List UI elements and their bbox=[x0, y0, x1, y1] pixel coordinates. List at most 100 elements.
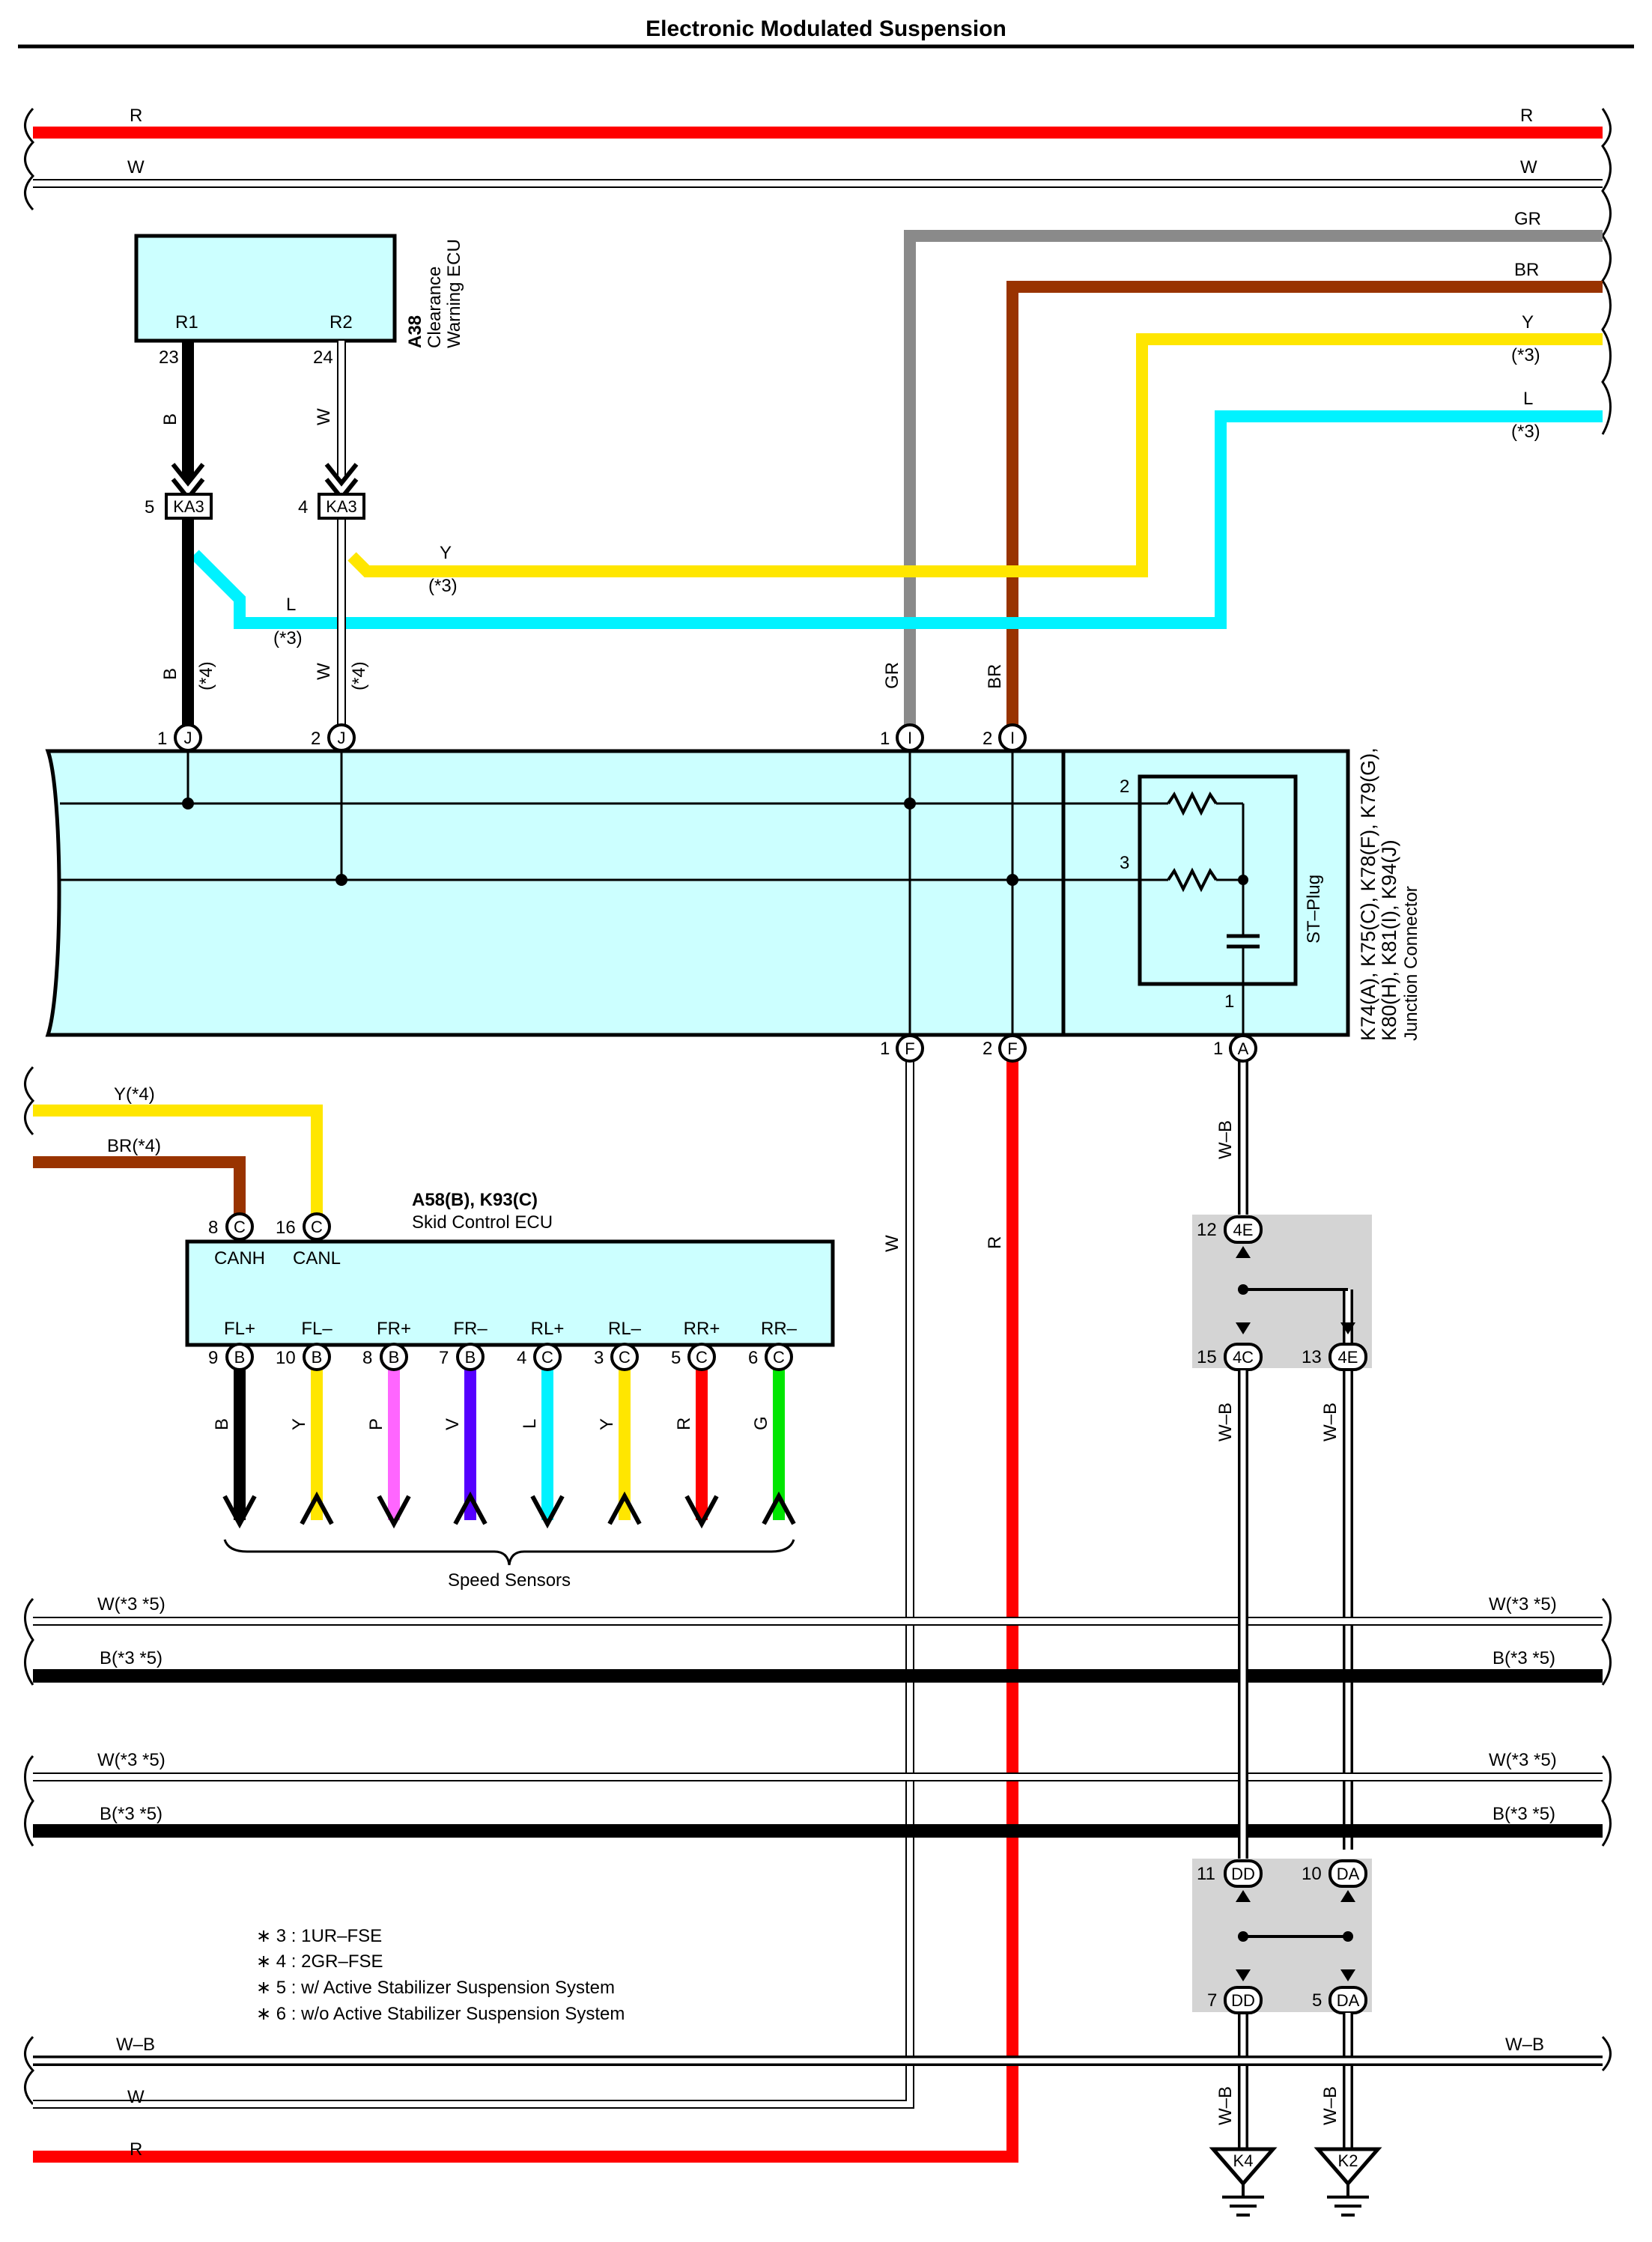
sensor-pin-rr-plus-letter: C bbox=[696, 1348, 708, 1367]
jc-pin-j1: J 1 bbox=[157, 723, 202, 752]
sensor-wire-rr-plus bbox=[684, 1357, 719, 1529]
ecu-pin-23: 23 bbox=[159, 347, 179, 368]
sensor-wire-fr-plus bbox=[377, 1357, 411, 1529]
splice-dd-bl-label: DD bbox=[1231, 1991, 1255, 2010]
st-pin-3: 3 bbox=[1120, 853, 1129, 873]
label-br-can: BR(*4) bbox=[107, 1136, 161, 1156]
st-plug-label: ST–Plug bbox=[1304, 875, 1324, 944]
ka3-connector-b: KA3 5 bbox=[145, 493, 213, 520]
jc-pin-f1: F 1 bbox=[880, 1034, 924, 1063]
sensor-pin-rl-plus-letter: C bbox=[541, 1348, 553, 1367]
label-r-bottom-left: R bbox=[130, 2139, 142, 2160]
sensor-wire-rr-minus bbox=[762, 1357, 796, 1525]
sensor-pin-rr-plus: C 5 bbox=[671, 1343, 716, 1371]
sensor-label-rl-minus: RL– bbox=[608, 1319, 642, 1339]
jc-node bbox=[904, 798, 916, 809]
label-b35-right-2: B(*3 *5) bbox=[1492, 1804, 1555, 1824]
jc-node bbox=[182, 798, 194, 809]
wire-br bbox=[1006, 281, 1603, 738]
jc-pin-j2: J 2 bbox=[311, 723, 356, 752]
skid-pin-canh-num: 8 bbox=[208, 1218, 218, 1238]
sensor-pin-rl-minus: C 3 bbox=[594, 1343, 639, 1371]
sensor-pin-fl-minus-letter: B bbox=[312, 1348, 323, 1367]
skid-ecu-codes: A58(B), K93(C) bbox=[412, 1190, 538, 1210]
ka3-connector-w: KA3 4 bbox=[298, 493, 365, 520]
ecu-code-a38: A38 bbox=[405, 315, 425, 348]
splice-dd-tr-label: DA bbox=[1337, 1865, 1360, 1883]
jc-codes-line2: K80(H), K81(I), K94(J) bbox=[1378, 839, 1400, 1041]
label-r-f2: R bbox=[985, 1236, 1005, 1249]
ground-k4: K4 bbox=[1209, 2147, 1278, 2217]
label-y-right-star: (*3) bbox=[1511, 345, 1540, 365]
label-w-left: W bbox=[127, 157, 145, 177]
splice-4c-num: 15 bbox=[1197, 1347, 1217, 1367]
sensor-wire-label-fl-plus: B bbox=[212, 1418, 232, 1430]
splice-dd-br-label: DA bbox=[1337, 1991, 1360, 2010]
jc-name: Junction Connector bbox=[1401, 886, 1421, 1041]
note-5: ∗ 5 : w/ Active Stabilizer Suspension Sy… bbox=[256, 1978, 615, 1998]
label-w-lower: W bbox=[314, 663, 334, 680]
jc-pin-i1-letter: I bbox=[908, 729, 912, 747]
sensor-wire-label-rr-minus: G bbox=[751, 1416, 771, 1430]
junction-connector bbox=[45, 749, 1350, 1037]
splice-dd-bl-num: 7 bbox=[1207, 1990, 1217, 2011]
jc-pin-a1-num: 1 bbox=[1213, 1039, 1223, 1059]
sensor-pin-rl-plus: C 4 bbox=[517, 1343, 562, 1371]
sensor-pin-fr-plus-letter: B bbox=[389, 1348, 400, 1367]
jc-pin-i1-num: 1 bbox=[880, 729, 890, 749]
splice-dd-tr-num: 10 bbox=[1302, 1864, 1322, 1884]
bus-break-marks bbox=[24, 107, 1612, 2106]
sensor-wire-label-fr-plus: P bbox=[366, 1418, 386, 1430]
label-gr-vert: GR bbox=[882, 662, 902, 689]
splice-dd-tl-num: 11 bbox=[1197, 1864, 1215, 1884]
sensor-pin-rl-plus-num: 4 bbox=[517, 1348, 526, 1368]
sensor-label-rl-plus: RL+ bbox=[531, 1319, 565, 1339]
label-b-lower-star: (*4) bbox=[196, 661, 216, 690]
ka3-label-b: KA3 bbox=[173, 497, 204, 516]
sensor-pin-rl-minus-letter: C bbox=[619, 1348, 631, 1367]
label-w-lower-star: (*4) bbox=[349, 661, 369, 690]
wire-w-f1 bbox=[33, 1048, 914, 2109]
label-b35-left-1: B(*3 *5) bbox=[100, 1648, 163, 1668]
sensor-label-fr-plus: FR+ bbox=[377, 1319, 411, 1339]
sensor-label-rr-minus: RR– bbox=[761, 1319, 798, 1339]
jc-pin-j2-num: 2 bbox=[311, 729, 321, 749]
label-w-f1: W bbox=[882, 1235, 902, 1252]
label-wb-da: W–B bbox=[1320, 2086, 1340, 2125]
label-br-right: BR bbox=[1514, 260, 1539, 280]
splice-4c-label: 4C bbox=[1233, 1348, 1254, 1367]
note-4: ∗ 4 : 2GR–FSE bbox=[256, 1951, 383, 1972]
ground-k2-label: K2 bbox=[1338, 2151, 1358, 2170]
sensor-wire-label-rl-plus: L bbox=[520, 1419, 540, 1429]
wire-br-can bbox=[33, 1156, 246, 1227]
skid-ecu-canl: CANL bbox=[293, 1248, 341, 1269]
skid-pin-canl: C 16 bbox=[276, 1212, 331, 1241]
skid-pin-canh-letter: C bbox=[234, 1218, 246, 1236]
sensor-pin-rr-minus-num: 6 bbox=[748, 1348, 758, 1368]
sensor-pin-fl-minus-num: 10 bbox=[276, 1348, 296, 1368]
ecu-name-line1: Clearance bbox=[425, 267, 445, 348]
sensor-wire-rl-plus bbox=[530, 1357, 565, 1529]
sensor-wire-label-rl-minus: Y bbox=[597, 1418, 617, 1430]
splice-4e-top-num: 12 bbox=[1197, 1220, 1217, 1240]
label-r-right: R bbox=[1520, 106, 1533, 126]
sensor-pin-fr-minus-num: 7 bbox=[439, 1348, 449, 1368]
page-title: Electronic Modulated Suspension bbox=[646, 16, 1006, 41]
skid-ecu-name: Skid Control ECU bbox=[412, 1212, 553, 1233]
label-wb-a1: W–B bbox=[1215, 1120, 1236, 1159]
label-l-right-star: (*3) bbox=[1511, 422, 1540, 442]
sensor-pin-fl-minus: B 10 bbox=[276, 1343, 331, 1371]
sensor-label-fl-plus: FL+ bbox=[224, 1319, 255, 1339]
label-w35-right-2: W(*3 *5) bbox=[1489, 1750, 1557, 1770]
sensor-wire-rl-minus bbox=[607, 1357, 642, 1525]
jc-pin-j1-letter: J bbox=[184, 729, 192, 747]
note-3: ∗ 3 : 1UR–FSE bbox=[256, 1926, 382, 1946]
skid-pin-canl-letter: C bbox=[311, 1218, 323, 1236]
jc-pin-i2-letter: I bbox=[1010, 729, 1015, 747]
ka3-label-w: KA3 bbox=[326, 497, 357, 516]
splice-dd: DD 11 DA 10 DD 7 DA 5 bbox=[1192, 1859, 1372, 2014]
splice-dd-tl-label: DD bbox=[1231, 1865, 1255, 1883]
label-w-upper: W bbox=[314, 408, 334, 425]
sensor-pin-fl-plus-letter: B bbox=[234, 1348, 246, 1367]
